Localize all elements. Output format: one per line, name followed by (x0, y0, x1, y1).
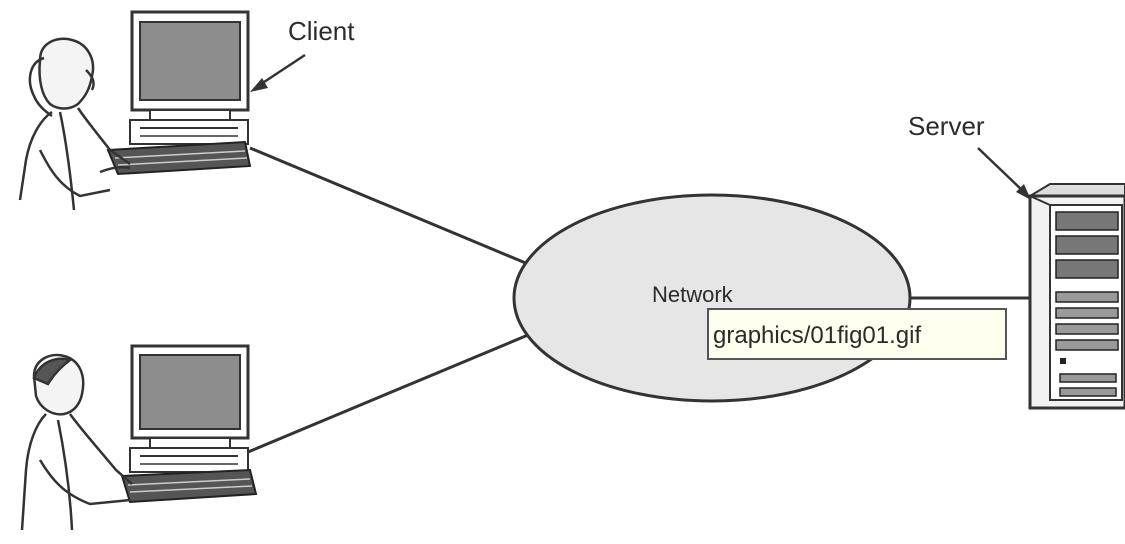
computer-monitor-icon (130, 10, 250, 121)
computer-monitor-icon (130, 344, 250, 449)
link-client-bottom-network (247, 333, 529, 454)
computer-base-icon (129, 447, 249, 473)
client-pointer-arrow (250, 53, 306, 92)
keyboard-icon (120, 468, 258, 504)
server-tower-icon (1026, 183, 1125, 410)
keyboard-icon (106, 140, 252, 176)
person-at-computer-icon (20, 344, 258, 531)
server-pointer-arrow (977, 147, 1031, 200)
person-woman-icon (18, 37, 131, 211)
client-label: Client (288, 16, 355, 46)
person-at-computer-icon (18, 10, 252, 211)
connection-lines (247, 146, 1032, 454)
server-label: Server (908, 111, 985, 141)
image-tooltip: graphics/01fig01.gif (707, 308, 1007, 360)
network-label: Network (652, 282, 734, 307)
link-client-top-network (249, 146, 529, 266)
computer-base-icon (129, 119, 249, 145)
tooltip-text: graphics/01fig01.gif (713, 322, 921, 349)
person-man-icon (20, 353, 133, 531)
